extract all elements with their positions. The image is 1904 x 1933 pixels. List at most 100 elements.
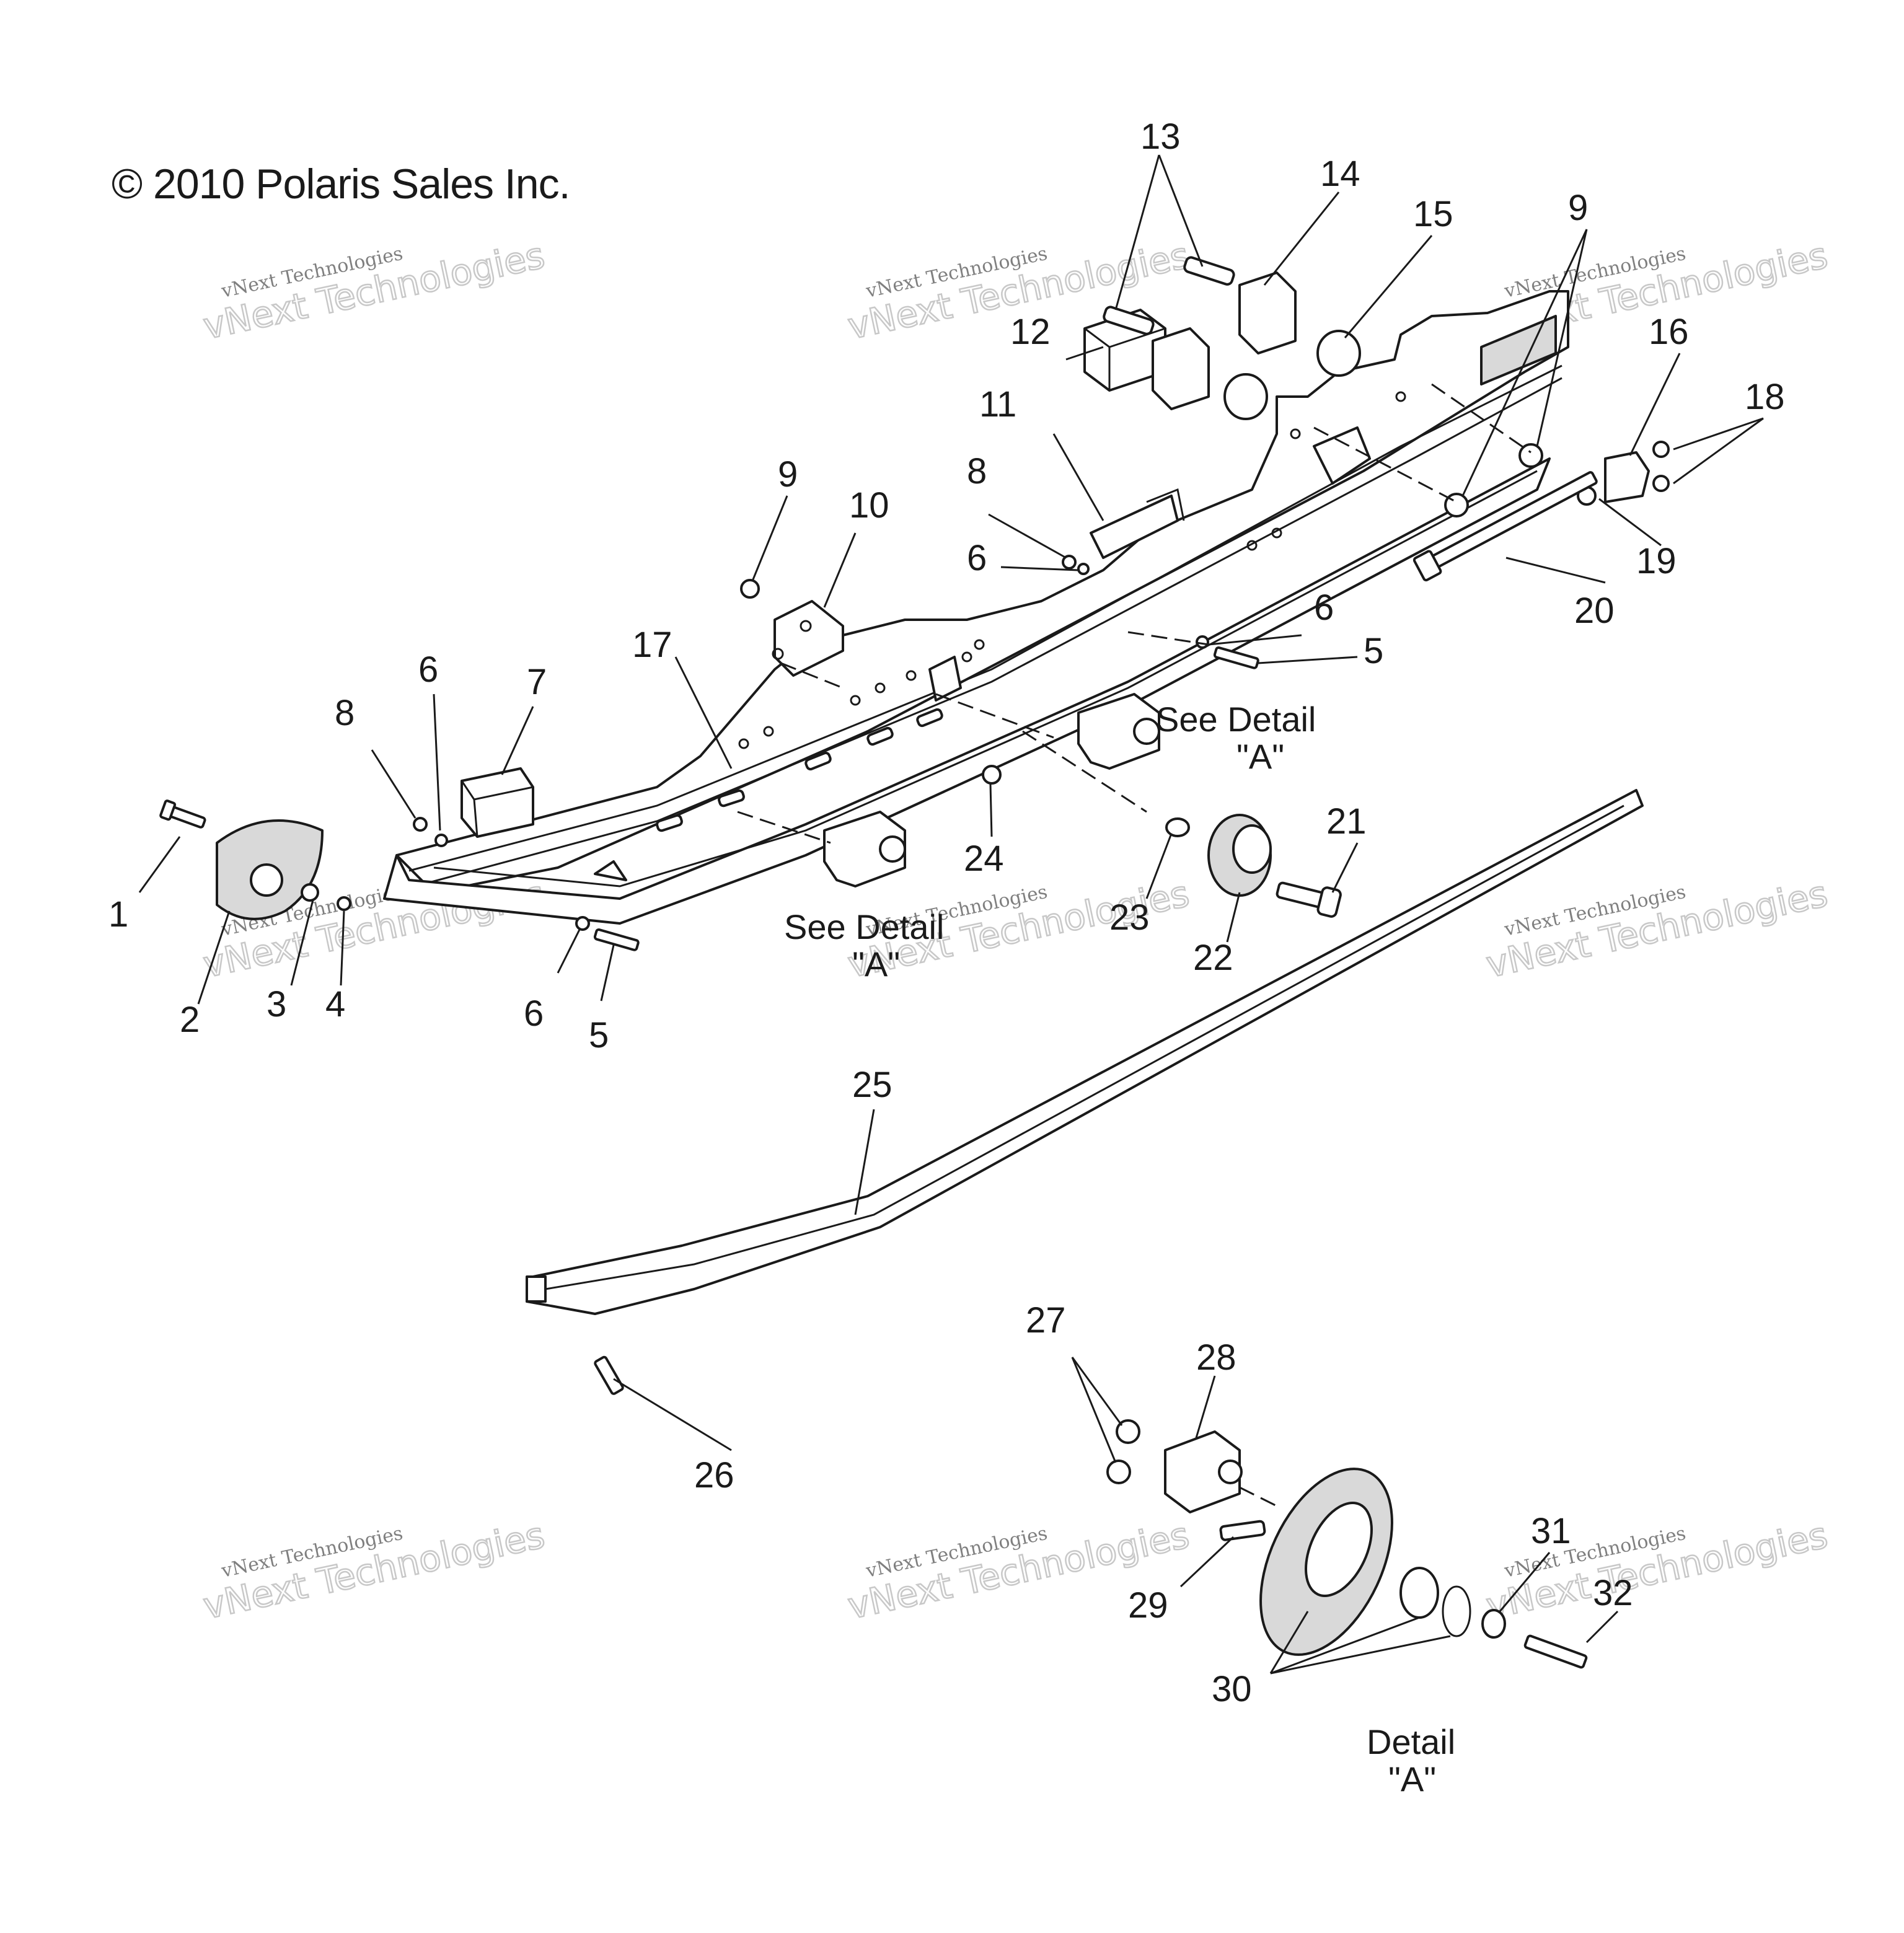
callout-2: 2	[180, 1000, 200, 1040]
callout-26: 26	[694, 1455, 734, 1495]
nut-4	[337, 896, 351, 911]
bolt-20	[1413, 471, 1598, 582]
bolt-5a	[1213, 646, 1259, 669]
detail-title: Detail	[1367, 1722, 1455, 1761]
bolt-21	[1276, 881, 1342, 918]
callout-9: 9	[778, 454, 798, 495]
wheel-carrier-lower	[823, 811, 906, 887]
bolt-5b	[593, 928, 640, 951]
bolt-13b	[1183, 256, 1235, 286]
callout-31: 31	[1531, 1511, 1571, 1551]
nut-27a	[1116, 1419, 1140, 1444]
copyright-notice: © 2010 Polaris Sales Inc.	[112, 161, 571, 208]
washer-6b	[1077, 563, 1090, 575]
bracket-11	[1090, 488, 1185, 559]
callout-18: 18	[1745, 377, 1785, 417]
callout-8: 8	[335, 693, 355, 733]
bolt-26	[594, 1355, 624, 1395]
bracket-16	[1604, 451, 1650, 503]
bolt-32	[1523, 1634, 1588, 1669]
screw-18a	[1652, 441, 1670, 458]
washer-31	[1481, 1609, 1506, 1639]
bolt-24	[982, 765, 1002, 785]
callout-23: 23	[1109, 897, 1150, 938]
callout-8: 8	[967, 451, 987, 491]
nut-27b	[1106, 1460, 1131, 1484]
watermarks: vNext Technologies vNext Technologies vN…	[199, 233, 1832, 1628]
washer-23	[1165, 817, 1190, 837]
washer-3	[301, 883, 319, 902]
nut-8a	[413, 817, 428, 832]
callout-21: 21	[1326, 801, 1367, 842]
callout-6: 6	[418, 649, 438, 690]
callout-11: 11	[979, 384, 1016, 425]
bearing-30b	[1399, 1567, 1439, 1619]
callouts: 1 2 3 4 5 5 6 6 6 6 7 8 8 9 9 10 11 12 1…	[108, 117, 1785, 1709]
callout-22: 22	[1193, 938, 1233, 978]
callout-12: 12	[1010, 312, 1051, 352]
watermark: vNext Technologies vNext Technologies	[1482, 871, 1832, 987]
spacer-15b	[1223, 373, 1268, 420]
plate-10	[772, 600, 844, 677]
watermark: vNext Technologies vNext Technologies	[199, 1513, 549, 1628]
callout-14: 14	[1320, 154, 1360, 194]
callout-1: 1	[108, 894, 128, 935]
wheel-30	[1259, 1468, 1471, 1656]
bolt-29	[1219, 1520, 1266, 1541]
nut-8b	[1062, 555, 1077, 570]
carrier-28	[1164, 1430, 1243, 1513]
callout-27: 27	[1026, 1300, 1066, 1341]
spacer-15	[1316, 330, 1361, 377]
see-detail-label: See Detail	[784, 907, 944, 946]
bushing-14	[1238, 271, 1297, 354]
nut-9c	[1518, 443, 1543, 468]
wheel-carrier-upper	[1077, 693, 1160, 770]
callout-6: 6	[524, 993, 544, 1034]
callout-32: 32	[1593, 1573, 1633, 1613]
callout-5: 5	[1364, 631, 1383, 671]
callout-19: 19	[1636, 541, 1677, 581]
see-detail-ref: "A"	[852, 944, 900, 984]
callout-5: 5	[589, 1015, 609, 1055]
callout-4: 4	[325, 984, 345, 1024]
snap-ring-30c	[1442, 1585, 1471, 1637]
leader-lines	[138, 154, 1764, 1675]
detail-ref: "A"	[1388, 1759, 1436, 1799]
detail-notes: See Detail "A" See Detail "A" Detail "A"	[784, 700, 1455, 1799]
callout-16: 16	[1649, 312, 1689, 352]
bushing-14b	[1152, 327, 1210, 410]
callout-15: 15	[1413, 194, 1453, 234]
callout-17: 17	[632, 625, 672, 665]
see-detail-label: See Detail	[1156, 700, 1316, 739]
watermark: vNext Technologies vNext Technologies	[199, 233, 549, 348]
bracket-holes	[738, 391, 1406, 749]
rail-tip-part	[216, 819, 324, 920]
callout-10: 10	[849, 485, 889, 526]
wheel-22-hub	[1232, 824, 1272, 874]
callout-6: 6	[1314, 588, 1334, 628]
callout-13: 13	[1140, 117, 1181, 157]
bolt-1	[159, 799, 206, 829]
see-detail-ref: "A"	[1236, 737, 1284, 776]
callout-9: 9	[1568, 188, 1588, 228]
callout-24: 24	[964, 839, 1004, 879]
callout-20: 20	[1574, 591, 1615, 631]
callout-25: 25	[852, 1065, 892, 1105]
bolt-13a	[1103, 306, 1155, 335]
callout-3: 3	[267, 984, 286, 1024]
callout-6: 6	[967, 538, 987, 578]
callout-30: 30	[1212, 1669, 1252, 1709]
callout-28: 28	[1196, 1337, 1236, 1378]
block-7	[461, 767, 534, 838]
nut-9a	[740, 579, 760, 599]
washer-6d	[575, 916, 590, 931]
washer-6a	[434, 834, 448, 847]
rail-bracket-part	[395, 290, 1569, 894]
screw-18b	[1652, 475, 1670, 492]
callout-7: 7	[527, 662, 547, 702]
callout-29: 29	[1128, 1585, 1168, 1626]
assembly-lines	[737, 383, 1532, 1507]
hyfax-slide-part	[526, 789, 1644, 1315]
